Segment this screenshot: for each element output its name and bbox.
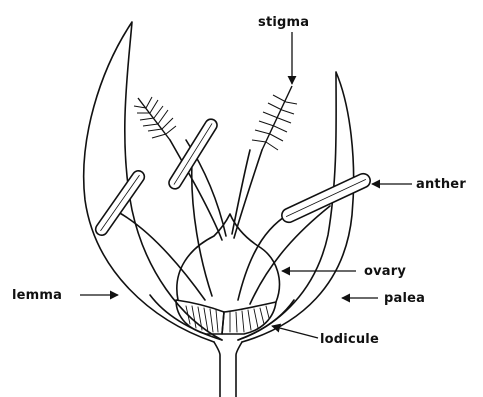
label-palea: palea	[384, 291, 425, 306]
label-lemma: lemma	[12, 288, 62, 303]
anther-left	[93, 168, 146, 237]
stigma-left	[134, 97, 176, 140]
label-anther: anther	[416, 177, 466, 192]
anther-right	[280, 171, 373, 224]
ovary	[177, 214, 280, 302]
lodicule-pointer	[272, 326, 318, 338]
stigma-right	[252, 86, 297, 150]
stem	[214, 342, 242, 397]
label-lodicule: lodicule	[320, 332, 379, 347]
filament-left	[118, 212, 205, 300]
label-ovary: ovary	[364, 264, 406, 279]
style-right	[234, 150, 262, 238]
label-stigma: stigma	[258, 15, 309, 30]
